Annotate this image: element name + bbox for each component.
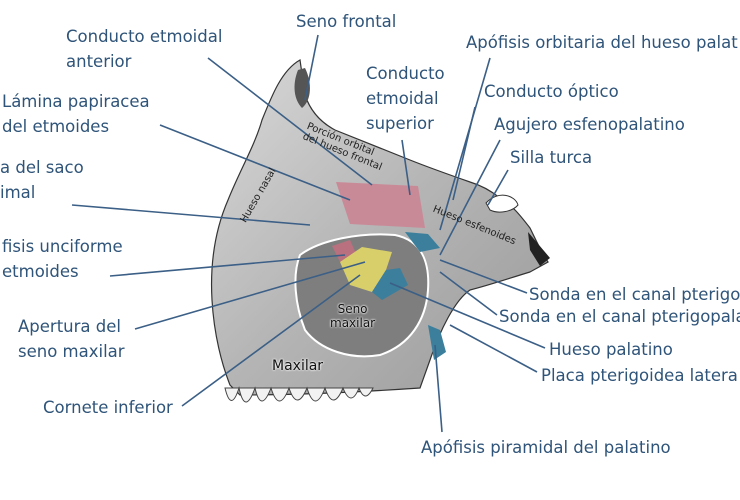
label-line: Conducto <box>366 64 445 83</box>
label-hueso-palatino: Hueso palatino <box>549 340 673 359</box>
label-conducto-etmoidal-superior: Conducto etmoidal superior <box>366 61 445 136</box>
inner-label-maxilar: Maxilar <box>272 358 324 374</box>
label-conducto-etmoidal-anterior: Conducto etmoidal anterior <box>66 24 222 74</box>
label-apofisis-piramidal: Apófisis piramidal del palatino <box>421 438 671 457</box>
label-line: etmoidal <box>366 89 439 108</box>
label-cornete-inferior: Cornete inferior <box>43 398 173 417</box>
teeth <box>224 386 374 403</box>
skull-bone <box>211 59 549 396</box>
label-line: del etmoides <box>2 117 110 136</box>
blue-region-sphenoid <box>405 232 440 252</box>
label-line: a del saco <box>0 158 84 177</box>
label-silla-turca: Silla turca <box>510 148 593 167</box>
blue-region-palatine <box>428 325 446 360</box>
label-conducto-optico: Conducto óptico <box>484 82 619 101</box>
label-agujero-esfenopalatino: Agujero esfenopalatino <box>494 115 685 134</box>
nasal-opening <box>528 232 550 266</box>
label-apofisis-orbitaria: Apófisis orbitaria del hueso palat <box>466 33 738 52</box>
label-lamina-papiracea: Lámina papiracea del etmoides <box>2 89 150 139</box>
label-line: etmoides <box>2 262 79 281</box>
label-line: superior <box>366 114 434 133</box>
label-line: Conducto etmoidal <box>66 27 223 46</box>
inner-label-line: maxilar <box>330 316 376 330</box>
blue-region <box>372 268 408 300</box>
label-saco-lagrimal: a del saco imal <box>0 155 84 205</box>
label-line: Apertura del <box>18 317 121 336</box>
pink-region <box>336 182 425 228</box>
inner-label-line: Seno <box>337 302 368 316</box>
inner-label-seno-maxilar: Seno maxilar <box>330 302 375 330</box>
label-seno-frontal: Seno frontal <box>296 12 397 31</box>
label-line: Lámina papiracea <box>2 92 150 111</box>
label-placa-pterigoidea: Placa pterigoidea latera <box>541 366 738 385</box>
label-sonda-pterigoideo: Sonda en el canal pterigo <box>529 285 740 304</box>
leader-lines <box>71 34 546 433</box>
label-line: fisis unciforme <box>2 237 123 256</box>
maxillary-sinus <box>294 233 430 358</box>
label-sonda-pterigopalatino: Sonda en el canal pterigopala <box>499 307 740 326</box>
label-line: anterior <box>66 52 132 71</box>
sella-turcica <box>485 194 519 213</box>
label-line: imal <box>0 183 36 202</box>
label-line: seno maxilar <box>18 342 125 361</box>
label-apofisis-unciforme: fisis unciforme etmoides <box>2 234 123 284</box>
label-apertura-seno: Apertura del seno maxilar <box>18 314 125 364</box>
